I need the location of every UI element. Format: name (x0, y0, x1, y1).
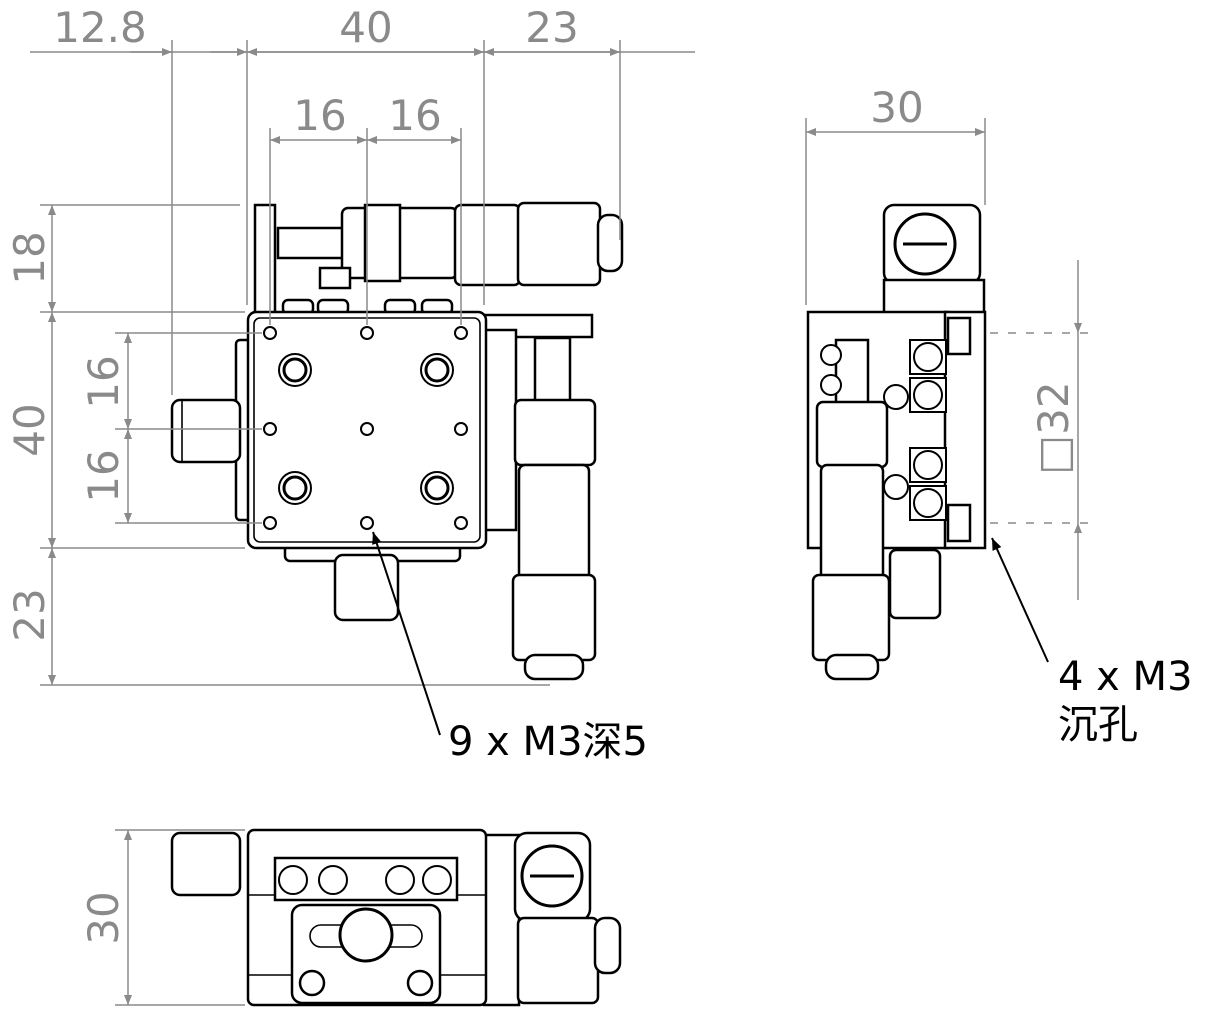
left-knob (170, 338, 254, 522)
hole-callout: 9 x M3深5 (448, 719, 648, 765)
right-micrometer (482, 313, 597, 681)
dim-side-width: 30 (870, 83, 923, 132)
side-dimension-lines (805, 118, 1090, 600)
dim-bottom-height: 30 (79, 891, 128, 944)
mounting-holes (263, 326, 468, 530)
top-micrometer (253, 201, 624, 316)
dim-square-32: □32 (1029, 381, 1078, 474)
dim-hole-pitch-y1: 16 (79, 355, 128, 408)
dim-body-width: 40 (339, 3, 392, 52)
dim-left-offset: 12.8 (53, 3, 147, 52)
dim-hole-pitch-x2: 16 (388, 91, 441, 140)
front-dimension-lines (30, 40, 695, 686)
bottom-view: 30 (79, 828, 622, 1007)
counterbore-callout-leader (991, 537, 1049, 663)
dim-bottom-offset: 23 (5, 588, 54, 641)
dim-right-offset: 23 (525, 3, 578, 52)
counterbore-callout-line2: 沉孔 (1058, 702, 1138, 748)
dim-top-offset: 18 (5, 231, 54, 284)
counterbore-callout-line1: 4 x M3 (1058, 654, 1193, 700)
dim-hole-pitch-y2: 16 (79, 449, 128, 502)
bottom-knob (283, 543, 462, 622)
hole-callout-leader (372, 531, 441, 736)
dim-body-height: 40 (5, 403, 54, 456)
front-view: 12.8 40 23 16 16 18 40 23 16 16 9 x M3深5 (5, 3, 695, 765)
side-view: 30 □32 4 x M3 沉孔 (805, 83, 1193, 748)
dim-hole-pitch-x1: 16 (293, 91, 346, 140)
